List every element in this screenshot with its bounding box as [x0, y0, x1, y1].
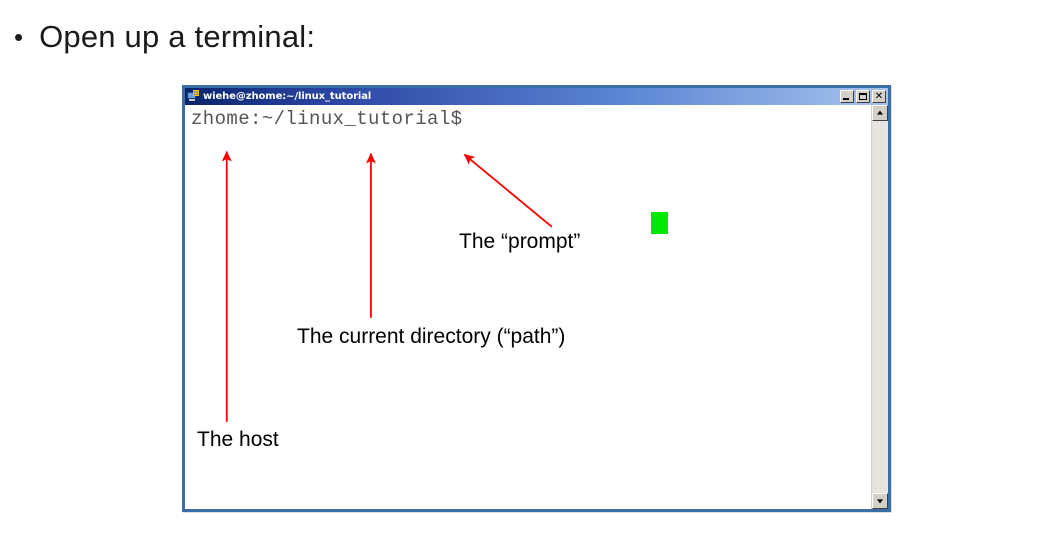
window-title-text: wiehe@zhome:~/linux_tutorial [203, 91, 372, 102]
arrow-to-prompt [463, 153, 553, 228]
close-button[interactable]: ✕ [872, 90, 886, 103]
window-title-bar[interactable]: wiehe@zhome:~/linux_tutorial ✕ [185, 88, 888, 105]
page-title: Open up a terminal: [39, 19, 316, 54]
annotation-label-prompt: The “prompt” [459, 230, 581, 253]
bullet-marker: • [14, 22, 24, 52]
scrollbar-track[interactable] [872, 121, 888, 493]
minimize-icon [843, 98, 849, 100]
annotation-arrows [221, 150, 553, 422]
scroll-up-button[interactable] [872, 105, 888, 121]
close-icon: ✕ [874, 91, 884, 102]
maximize-button[interactable] [856, 90, 870, 103]
window-caption-buttons: ✕ [840, 90, 887, 103]
slide-bullet-line: • Open up a terminal: [14, 16, 315, 58]
scroll-down-icon [877, 499, 883, 504]
annotation-label-host: The host [197, 428, 279, 451]
scroll-up-icon [877, 110, 883, 115]
annotation-label-path: The current directory (“path”) [297, 325, 566, 348]
terminal-computer-icon [187, 90, 200, 103]
text-cursor-block [651, 212, 668, 234]
maximize-icon [859, 93, 867, 100]
vertical-scrollbar[interactable] [871, 105, 888, 509]
shell-prompt-text: zhome:~/linux_tutorial$ [191, 108, 463, 130]
terminal-text-surface[interactable]: zhome:~/linux_tutorial$ The “prompt” The… [185, 105, 871, 509]
window-client-area: zhome:~/linux_tutorial$ The “prompt” The… [185, 105, 888, 509]
scroll-down-button[interactable] [872, 493, 888, 509]
minimize-button[interactable] [840, 90, 854, 103]
terminal-window[interactable]: wiehe@zhome:~/linux_tutorial ✕ zhome:~/l… [182, 85, 891, 512]
